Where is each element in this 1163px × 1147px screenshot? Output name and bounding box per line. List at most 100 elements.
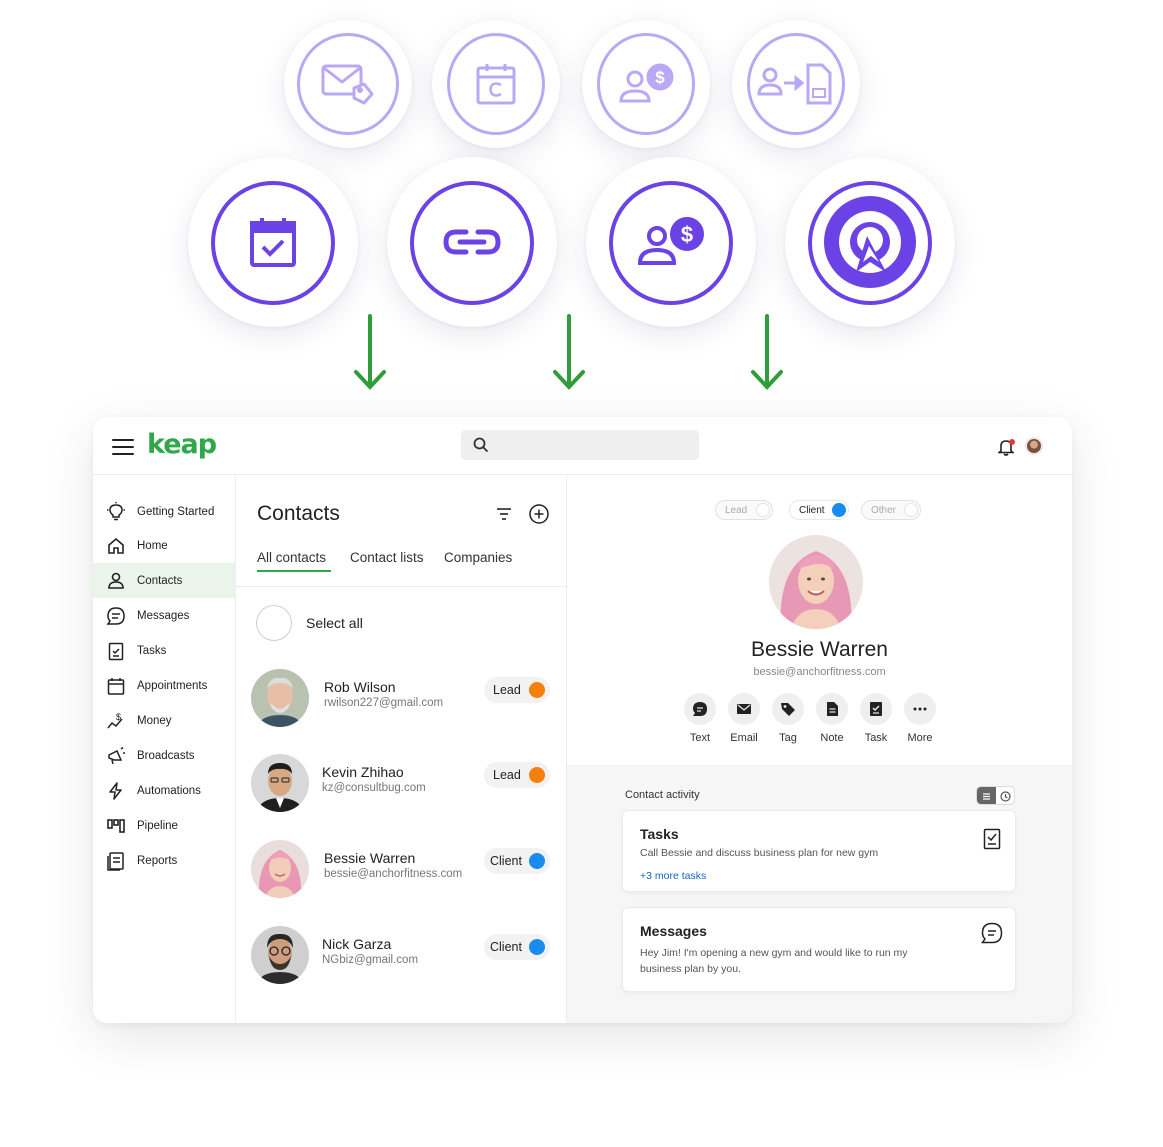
task-action-button[interactable]: Task <box>856 693 896 747</box>
contact-row[interactable]: Kevin Zhihao kz@consultbug.com Lead <box>236 749 567 819</box>
status-dot <box>529 939 545 955</box>
megaphone-icon <box>108 746 125 765</box>
status-dot <box>529 853 545 869</box>
sidebar-item-home[interactable]: Home <box>93 528 236 563</box>
sidebar-item-label: Automations <box>137 784 201 797</box>
integration-contact-to-document <box>732 20 860 148</box>
email-action-button[interactable]: Email <box>724 693 764 747</box>
list-view-icon <box>983 793 990 800</box>
integration-calendar <box>432 20 560 148</box>
svg-text:$: $ <box>655 68 665 87</box>
contact-email: bessie@anchorfitness.com <box>324 868 463 880</box>
notification-bell-icon[interactable] <box>998 439 1014 456</box>
sidebar-item-automations[interactable]: Automations <box>93 773 236 808</box>
message-preview-line2: business plan by you. <box>640 963 741 975</box>
divider <box>236 586 567 587</box>
svg-text:$: $ <box>116 712 121 722</box>
user-avatar[interactable] <box>1025 437 1043 455</box>
pipeline-icon <box>107 819 125 833</box>
contact-row[interactable]: Rob Wilson rwilson227@gmail.com Lead <box>236 664 567 734</box>
sidebar-item-label: Money <box>137 714 172 727</box>
select-all-label: Select all <box>306 615 363 631</box>
status-toggle-label: Lead <box>725 505 748 516</box>
contact-row[interactable]: Bessie Warren bessie@anchorfitness.com C… <box>236 835 567 905</box>
sidebar-item-appointments[interactable]: Appointments <box>93 668 236 703</box>
toggle-knob <box>904 503 918 517</box>
sidebar-item-messages[interactable]: Messages <box>93 598 236 633</box>
sidebar-item-contacts[interactable]: Contacts <box>93 563 236 598</box>
sidebar-item-broadcasts[interactable]: Broadcasts <box>93 738 236 773</box>
add-contact-icon[interactable] <box>529 504 549 524</box>
more-tasks-link[interactable]: +3 more tasks <box>640 870 707 882</box>
status-toggle-label: Client <box>799 505 825 516</box>
status-toggle-client[interactable]: Client <box>789 500 849 520</box>
tasks-card[interactable]: Tasks Call Bessie and discuss business p… <box>622 810 1016 892</box>
card-title: Messages <box>640 923 707 939</box>
home-icon <box>108 537 124 554</box>
top-bar: keap <box>93 417 1072 475</box>
sidebar-item-pipeline[interactable]: Pipeline <box>93 808 236 843</box>
chat-icon <box>106 607 125 625</box>
link-icon <box>443 229 501 255</box>
status-toggle-lead[interactable]: Lead <box>715 500 773 520</box>
calendar-icon <box>107 678 125 695</box>
integration-email-tag <box>284 20 412 148</box>
select-all-checkbox[interactable] <box>256 605 292 641</box>
arrow-down-icon <box>751 314 783 390</box>
sidebar-item-money[interactable]: $ Money <box>93 703 236 738</box>
sidebar-item-label: Tasks <box>137 644 167 657</box>
message-preview-line1: Hey Jim! I'm opening a new gym and would… <box>640 947 908 959</box>
contact-money-icon: $ <box>619 63 674 103</box>
task-description: Call Bessie and discuss business plan fo… <box>640 847 879 859</box>
action-label: Tag <box>779 732 797 744</box>
status-badge[interactable]: Lead <box>484 762 550 788</box>
tag-action-button[interactable]: Tag <box>768 693 808 747</box>
sidebar-item-label: Appointments <box>137 679 208 692</box>
sidebar-item-reports[interactable]: Reports <box>93 843 236 878</box>
status-badge[interactable]: Client <box>484 848 550 874</box>
contact-name: Kevin Zhihao <box>322 764 404 780</box>
integration-q-logo <box>785 157 955 327</box>
integration-contact-money-2: $ <box>586 157 756 327</box>
action-label: Note <box>820 732 844 744</box>
text-action-button[interactable]: Text <box>680 693 720 747</box>
contact-name: Nick Garza <box>322 936 392 952</box>
contact-name-heading: Bessie Warren <box>751 638 888 661</box>
status-badge[interactable]: Lead <box>484 677 550 703</box>
tab-contact-lists[interactable]: Contact lists <box>350 550 424 565</box>
status-dot <box>529 682 545 698</box>
status-label: Client <box>490 854 522 868</box>
contact-detail-panel: Lead Client Other Bessie Warren bessie@a… <box>567 475 1072 1023</box>
tab-all-contacts[interactable]: All contacts <box>257 550 327 565</box>
svg-text:$: $ <box>681 222 693 247</box>
sidebar-item-tasks[interactable]: Tasks <box>93 633 236 668</box>
tag-icon <box>781 703 795 716</box>
avatar <box>251 926 309 984</box>
arrow-down-icon <box>553 314 585 390</box>
filter-icon[interactable] <box>496 507 512 521</box>
lightbulb-icon <box>107 502 125 521</box>
sidebar-item-getting-started[interactable]: Getting Started <box>93 494 236 529</box>
email-tag-icon <box>321 64 374 105</box>
card-title: Tasks <box>640 826 679 842</box>
view-toggle[interactable] <box>976 786 1015 805</box>
toggle-knob <box>756 503 770 517</box>
action-label: Text <box>689 732 711 744</box>
status-badge[interactable]: Client <box>484 934 550 960</box>
sidebar-item-label: Pipeline <box>137 819 178 832</box>
search-input[interactable] <box>461 430 699 460</box>
messages-card[interactable]: Messages Hey Jim! I'm opening a new gym … <box>622 907 1016 992</box>
page-title: Contacts <box>257 502 340 525</box>
tab-companies[interactable]: Companies <box>444 550 513 565</box>
email-icon <box>737 704 751 714</box>
calendar-check-icon <box>250 218 296 267</box>
status-toggle-other[interactable]: Other <box>861 500 921 520</box>
keap-logo[interactable]: keap <box>147 429 217 460</box>
integration-link <box>387 157 557 327</box>
note-action-button[interactable]: Note <box>812 693 852 747</box>
more-action-button[interactable]: More <box>900 693 940 747</box>
contact-row[interactable]: Nick Garza NGbiz@gmail.com Client <box>236 921 567 991</box>
contact-to-document-icon <box>757 63 832 105</box>
menu-icon[interactable] <box>112 439 134 455</box>
contact-money-icon: $ <box>637 217 704 265</box>
